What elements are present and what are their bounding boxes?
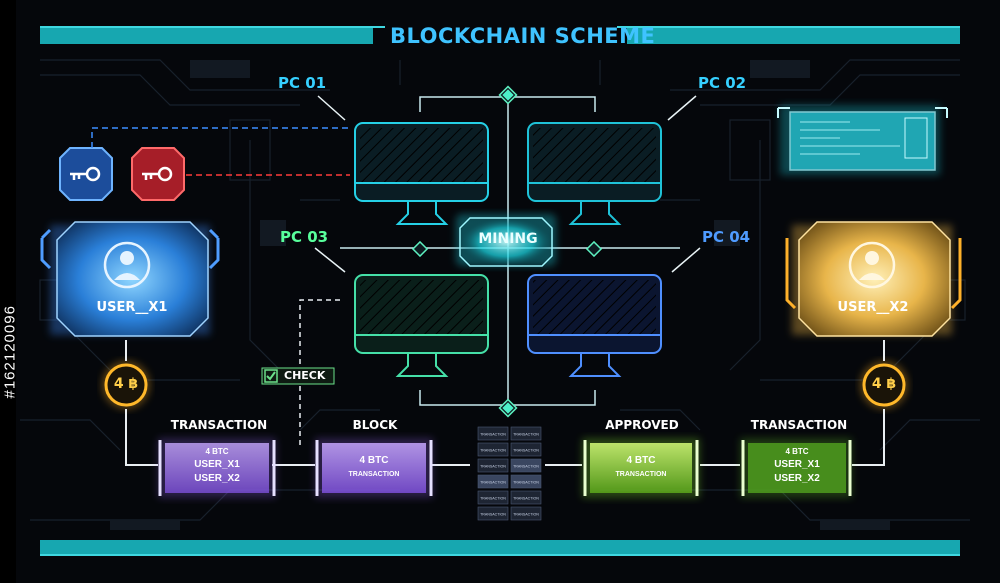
coin-right-label: 4 ฿ (871, 376, 897, 392)
step-box-transaction-left-text: 4 BTC USER_X1 USER_X2 (165, 446, 269, 486)
ledger-cell (510, 490, 542, 505)
step-box-block-text: 4 BTC TRANSACTION (322, 454, 426, 482)
step-line: USER_X1 (774, 459, 820, 470)
step-title-approved: APPROVED (605, 418, 679, 432)
header-bar-right (627, 26, 960, 44)
public-key-icon (59, 147, 113, 201)
ledger-cell (477, 490, 509, 505)
ledger-cell (510, 506, 542, 521)
step-box-approved (582, 438, 700, 498)
step-box-transaction-right (740, 438, 852, 498)
frame-diamonds (411, 85, 603, 418)
ledger-cell (477, 458, 509, 473)
step-line: 4 BTC (205, 447, 229, 456)
ledger-cell-label: TRANSACTION (513, 449, 539, 453)
user-x2-name: USER__X2 (837, 300, 909, 315)
ledger-cell-label: TRANSACTION (480, 497, 506, 501)
ledger-cell (510, 442, 542, 457)
page-title: BLOCKCHAIN SCHEME (390, 24, 656, 48)
ledger-cell (477, 426, 509, 441)
ledger-cell (477, 442, 509, 457)
user-x1-panel (40, 221, 220, 337)
ledger-cell (510, 474, 542, 489)
step-title-transaction-left: TRANSACTION (170, 418, 268, 432)
user-x2-panel (785, 221, 962, 337)
header-bar-left (40, 26, 373, 44)
ledger-cell-label: TRANSACTION (480, 513, 506, 517)
ledger-cell-label: TRANSACTION (513, 481, 539, 485)
coin-left-label: 4 ฿ (113, 376, 139, 392)
ledger-cell-label: TRANSACTION (480, 465, 506, 469)
footer-bar (40, 540, 960, 556)
user-x1-name: USER__X1 (96, 300, 168, 315)
check-link (299, 299, 342, 445)
check-badge (261, 367, 335, 385)
step-title-block: BLOCK (352, 418, 398, 432)
pc-04-label: PC 04 (702, 228, 751, 246)
pc-02-label: PC 02 (698, 74, 747, 92)
ledger-cell (477, 474, 509, 489)
ledger-cell-label: TRANSACTION (513, 433, 539, 437)
pc-03-label: PC 03 (280, 228, 329, 246)
stock-id: #162120096 (1, 305, 19, 399)
side-strip (0, 0, 16, 583)
display-panel (777, 105, 948, 175)
ledger-cell-label: TRANSACTION (513, 465, 539, 469)
ledger-cell (510, 426, 542, 441)
step-box-block (315, 438, 433, 498)
pc-01-label: PC 01 (278, 74, 327, 92)
coin-right (860, 361, 908, 409)
step-line: USER_X2 (774, 473, 820, 484)
mining-label: MINING (478, 231, 538, 247)
ledger-cell (477, 506, 509, 521)
ledger-cell-label: TRANSACTION (513, 497, 539, 501)
ledger-grid: TRANSACTION TRANSACTION TRANSACTION TRANSAC… (477, 426, 542, 521)
pc-03-monitor (354, 274, 489, 377)
ledger-cell-label: TRANSACTION (480, 481, 506, 485)
step-line: TRANSACTION (348, 471, 400, 478)
ledger-cell-label: TRANSACTION (513, 513, 539, 517)
step-line: 4 BTC (626, 455, 656, 466)
step-box-approved-text: 4 BTC TRANSACTION (590, 454, 692, 482)
check-label: CHECK (284, 369, 326, 382)
step-line: 4 BTC (785, 447, 809, 456)
pc-01-monitor (354, 122, 489, 225)
step-box-transaction-left (158, 438, 276, 498)
step-line: USER_X1 (194, 459, 240, 470)
flow-connectors (125, 340, 885, 466)
step-line: TRANSACTION (615, 471, 667, 478)
private-key-icon (131, 147, 185, 201)
ledger-cell (510, 458, 542, 473)
circuit-chips (110, 60, 890, 530)
public-key-link (91, 127, 350, 148)
pc-02-monitor (527, 122, 662, 225)
step-title-transaction-right: TRANSACTION (750, 418, 848, 432)
step-box-transaction-right-text: 4 BTC USER_X1 USER_X2 (748, 446, 846, 486)
step-line: 4 BTC (359, 455, 389, 466)
ledger-cell-label: TRANSACTION (480, 449, 506, 453)
mining-box (456, 214, 556, 267)
step-line: USER_X2 (194, 473, 240, 484)
ledger-cell-label: TRANSACTION (480, 433, 506, 437)
pc-04-monitor (527, 274, 662, 377)
coin-left (102, 361, 150, 409)
